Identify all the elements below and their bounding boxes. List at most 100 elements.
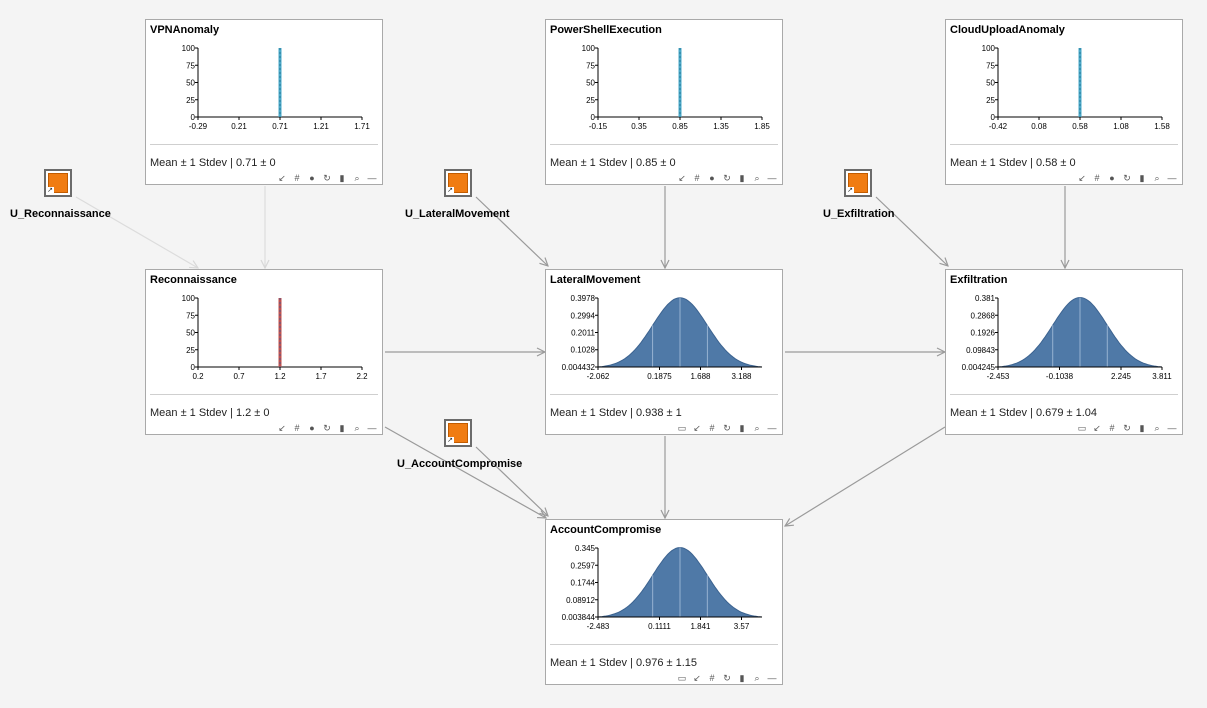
edge-recon-account xyxy=(384,426,546,518)
bar xyxy=(1078,48,1082,117)
minimize-icon[interactable]: ↙ xyxy=(1078,173,1086,183)
divider xyxy=(950,394,1178,395)
node-title: Exfiltration xyxy=(950,274,1008,286)
search-icon[interactable]: ⌕ xyxy=(354,423,360,433)
refresh-icon[interactable]: ↻ xyxy=(323,173,331,183)
y-tick-label: 0.1744 xyxy=(571,579,596,588)
grid-icon[interactable]: # xyxy=(294,423,300,433)
link-icon: ↗ xyxy=(446,437,454,445)
minimize-icon[interactable]: ↙ xyxy=(678,173,686,183)
search-icon[interactable]: ⌕ xyxy=(1154,423,1160,433)
node-stat: Mean ± 1 Stdev | 0.976 ± 1.15 xyxy=(550,657,698,669)
node-stat: Mean ± 1 Stdev | 0.85 ± 0 xyxy=(550,157,676,169)
node-toolbar: ▭ ↙ # ↻ ▮ ⌕ — xyxy=(1076,422,1178,434)
grid-icon[interactable]: # xyxy=(694,173,700,183)
grid-icon[interactable]: # xyxy=(1094,173,1100,183)
refresh-icon[interactable]: ↻ xyxy=(723,423,731,433)
histogram-icon[interactable]: ▮ xyxy=(339,423,345,433)
minimize-icon[interactable]: ↙ xyxy=(693,423,701,433)
comment-icon[interactable]: ▭ xyxy=(1077,423,1087,433)
u-node-box[interactable]: ↗ xyxy=(44,169,72,197)
collapse-icon[interactable]: — xyxy=(767,173,777,183)
node-toolbar: ▭ ↙ # ↻ ▮ ⌕ — xyxy=(676,422,778,434)
y-tick-label: 25 xyxy=(186,346,195,355)
x-tick-label: -0.15 xyxy=(589,122,608,131)
dot-icon[interactable]: ● xyxy=(309,423,315,433)
minimize-icon[interactable]: ↙ xyxy=(1093,423,1101,433)
collapse-icon[interactable]: — xyxy=(767,673,777,683)
histogram-icon[interactable]: ▮ xyxy=(739,173,745,183)
histogram-icon[interactable]: ▮ xyxy=(1139,173,1145,183)
histogram-icon[interactable]: ▮ xyxy=(339,173,345,183)
x-tick-label: -0.29 xyxy=(189,122,208,131)
minimize-icon[interactable]: ↙ xyxy=(693,673,701,683)
collapse-icon[interactable]: — xyxy=(367,173,377,183)
histogram-icon[interactable]: ▮ xyxy=(739,423,745,433)
grid-icon[interactable]: # xyxy=(294,173,300,183)
collapse-icon[interactable]: — xyxy=(1167,173,1177,183)
x-tick-label: 1.21 xyxy=(313,122,329,131)
collapse-icon[interactable]: — xyxy=(1167,423,1177,433)
search-icon[interactable]: ⌕ xyxy=(354,173,360,183)
search-icon[interactable]: ⌕ xyxy=(754,673,760,683)
node-title: LateralMovement xyxy=(550,274,641,286)
minimize-icon[interactable]: ↙ xyxy=(278,423,286,433)
histogram-icon[interactable]: ▮ xyxy=(1139,423,1145,433)
x-tick-label: 0.08 xyxy=(1031,122,1047,131)
grid-icon[interactable]: # xyxy=(1109,423,1115,433)
x-tick-label: 1.2 xyxy=(274,372,286,381)
dot-icon[interactable]: ● xyxy=(1109,173,1115,183)
search-icon[interactable]: ⌕ xyxy=(1154,173,1160,183)
u-node-box[interactable]: ↗ xyxy=(844,169,872,197)
u-node-box[interactable]: ↗ xyxy=(444,169,472,197)
grid-icon[interactable]: # xyxy=(709,673,715,683)
y-tick-label: 0.003844 xyxy=(562,613,596,622)
y-tick-label: 25 xyxy=(586,96,595,105)
minimize-icon[interactable]: ↙ xyxy=(278,173,286,183)
refresh-icon[interactable]: ↻ xyxy=(723,173,731,183)
link-icon: ↗ xyxy=(46,187,54,195)
comment-icon[interactable]: ▭ xyxy=(677,673,687,683)
refresh-icon[interactable]: ↻ xyxy=(723,673,731,683)
divider xyxy=(550,394,778,395)
x-tick-label: 1.71 xyxy=(354,122,370,131)
x-tick-label: 0.7 xyxy=(233,372,245,381)
refresh-icon[interactable]: ↻ xyxy=(323,423,331,433)
node-stat: Mean ± 1 Stdev | 1.2 ± 0 xyxy=(150,407,270,419)
x-tick-label: 0.71 xyxy=(272,122,288,131)
edge-exfil-account xyxy=(785,426,946,526)
y-tick-label: 50 xyxy=(186,329,195,338)
y-tick-label: 100 xyxy=(182,294,196,303)
grid-icon[interactable]: # xyxy=(709,423,715,433)
collapse-icon[interactable]: — xyxy=(367,423,377,433)
dot-icon[interactable]: ● xyxy=(309,173,315,183)
node-title: CloudUploadAnomaly xyxy=(950,24,1065,36)
refresh-icon[interactable]: ↻ xyxy=(1123,173,1131,183)
search-icon[interactable]: ⌕ xyxy=(754,423,760,433)
node-title: VPNAnomaly xyxy=(150,24,220,36)
u-node-box[interactable]: ↗ xyxy=(444,419,472,447)
dot-icon[interactable]: ● xyxy=(709,173,715,183)
x-tick-label: 1.841 xyxy=(690,622,711,631)
bar xyxy=(678,48,682,117)
histogram-icon[interactable]: ▮ xyxy=(739,673,745,683)
edge-uaccount-account xyxy=(475,446,548,516)
x-tick-label: 1.85 xyxy=(754,122,770,131)
search-icon[interactable]: ⌕ xyxy=(754,173,760,183)
node-stat: Mean ± 1 Stdev | 0.938 ± 1 xyxy=(550,407,682,419)
divider xyxy=(150,144,378,145)
refresh-icon[interactable]: ↻ xyxy=(1123,423,1131,433)
comment-icon[interactable]: ▭ xyxy=(677,423,687,433)
y-tick-label: 50 xyxy=(186,79,195,88)
x-tick-label: 3.188 xyxy=(731,372,752,381)
collapse-icon[interactable]: — xyxy=(767,423,777,433)
